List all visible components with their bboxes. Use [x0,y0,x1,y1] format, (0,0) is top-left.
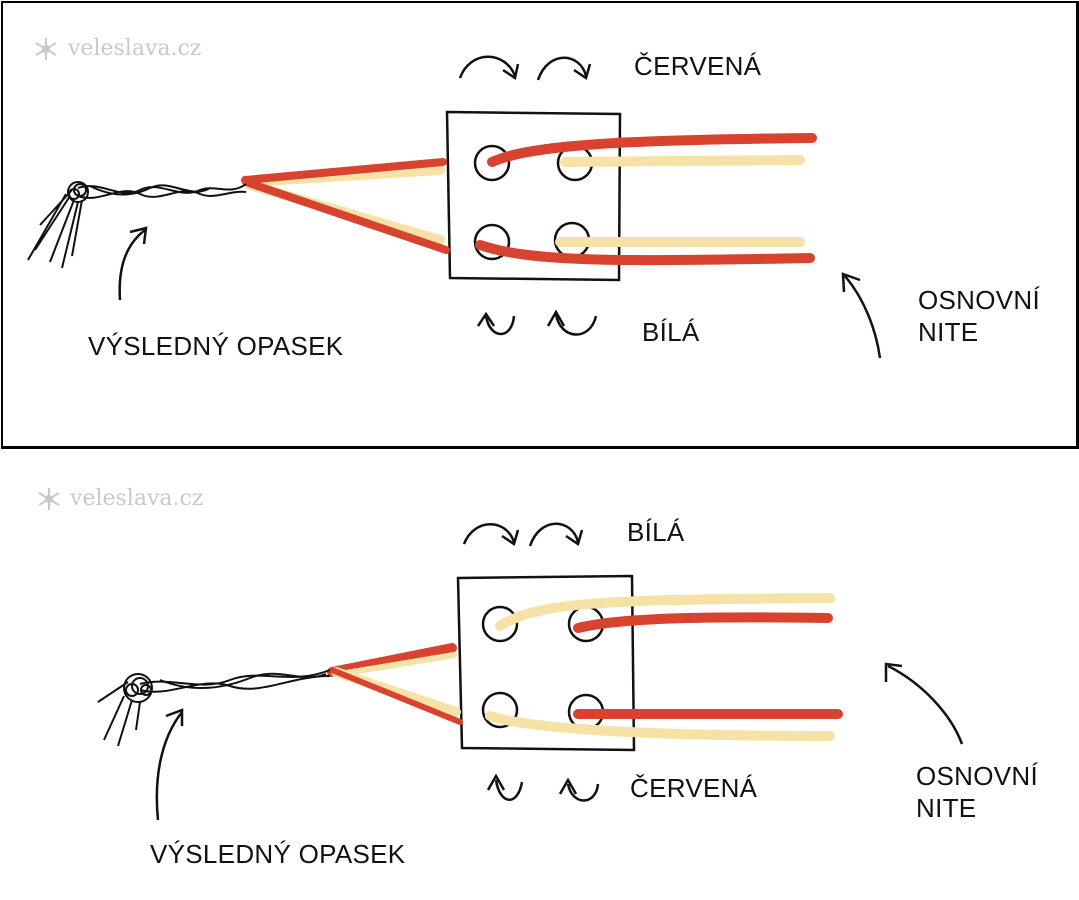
warp-thread-red [573,612,833,633]
turn-arrows-bottom [476,309,598,336]
snowflake-icon [38,488,60,510]
label-warp-line2: NITE [918,317,979,347]
diagram-panel-bottom: veleslava.cz [0,450,1079,900]
woven-thread-red [327,643,457,677]
card-hole [481,691,519,729]
snowflake-icon [35,38,57,60]
card-hole [481,605,519,643]
label-cervena-bottom: ČERVENÁ [630,773,758,803]
warp-thread-red [475,240,815,266]
warp-thread-white [560,155,805,167]
weaving-card [456,574,636,752]
label-belt: VÝSLEDNÝ OPASEK [88,331,344,361]
label-bila-top: BÍLÁ [627,517,685,547]
diagram-panel-top: veleslava.cz [1,1,1079,449]
turn-arrows-top [458,55,592,81]
label-belt: VÝSLEDNÝ OPASEK [150,839,406,869]
panel-border [1,1,1079,449]
warp-thread-white [485,711,835,741]
card-hole [473,223,511,261]
weaving-card [445,110,622,282]
weaving-diagram-bottom [97,522,964,821]
label-warp-line2: NITE [916,793,977,823]
card-hole [473,144,511,182]
woven-thread-red [329,667,463,725]
turn-arrows-bottom [486,773,600,802]
pointer-arrows [155,662,964,821]
label-bila-bottom: BÍLÁ [642,317,700,347]
watermark-text: veleslava.cz [70,486,204,511]
woven-thread-white [337,652,457,677]
label-warp-line1: OSNOVNÍ [918,285,1041,315]
woven-thread-red [241,158,447,184]
warp-thread-red [487,133,817,167]
braided-belt [97,669,331,747]
turn-arrows-top [462,522,584,547]
weaving-diagram-top [27,55,882,359]
pointer-arrows [118,226,882,359]
woven-thread-red [242,178,450,254]
label-warp-line1: OSNOVNÍ [916,761,1039,791]
warp-thread-white [495,593,835,631]
label-cervena-top: ČERVENÁ [634,51,762,81]
braided-belt [27,181,247,269]
watermark-text: veleslava.cz [68,36,202,61]
